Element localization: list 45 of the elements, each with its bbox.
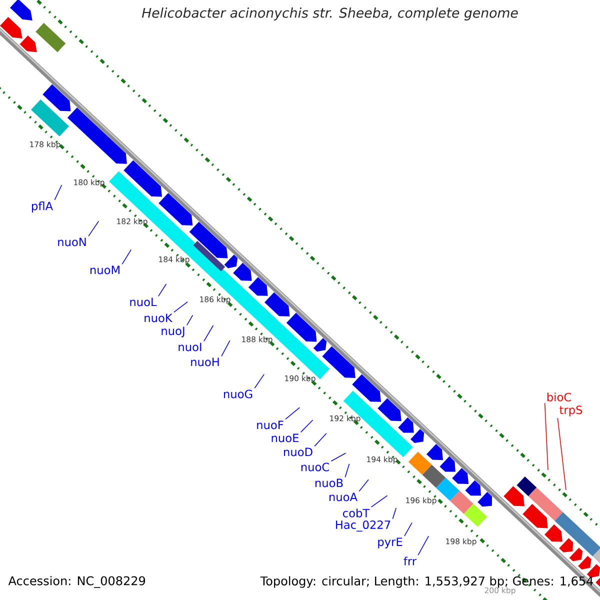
gene-label: nuoC xyxy=(301,462,329,472)
gene-label: cobT xyxy=(343,508,370,518)
gene-label: pyrE xyxy=(378,538,402,548)
gene-label: nuoD xyxy=(284,448,312,456)
leader-line xyxy=(392,508,396,520)
leader-line xyxy=(54,184,62,200)
gene-label: trpS xyxy=(560,406,582,416)
gene-label: nuoJ xyxy=(162,326,184,338)
gene-label: frr xyxy=(404,556,417,566)
leader-line xyxy=(314,433,327,447)
gene-label: nuoG xyxy=(224,390,252,398)
leader-line xyxy=(404,522,412,536)
leader-line xyxy=(557,418,566,490)
gene-label: nuoA xyxy=(330,492,358,502)
leader-line xyxy=(158,284,167,297)
gene-label: nuoN xyxy=(58,238,86,246)
leader-line xyxy=(186,314,194,326)
leader-line xyxy=(358,479,369,492)
leader-line xyxy=(344,464,350,478)
gene-label: nuoL xyxy=(130,298,157,306)
leader-line xyxy=(122,249,132,265)
leader-line xyxy=(204,325,214,342)
title: Helicobacter acinonychis str. Sheeba, complete genome xyxy=(142,8,518,20)
leader-line xyxy=(88,220,100,237)
leader-line xyxy=(221,340,230,357)
gene-label: nuoK xyxy=(144,314,173,322)
gene-label: nuoI xyxy=(178,342,202,352)
gene-label: pflA xyxy=(32,202,53,212)
leader-line xyxy=(544,402,548,470)
leader-line xyxy=(370,495,388,508)
accession-text: Accession: NC_008229 xyxy=(8,576,146,588)
gene-label: nuoE xyxy=(272,434,299,442)
leader-line xyxy=(174,301,188,313)
leader-line xyxy=(300,420,314,433)
leader-line xyxy=(254,374,264,389)
gene-label: nuoB xyxy=(316,478,343,488)
leader-line xyxy=(418,536,429,556)
gene-label: Hac_0227 xyxy=(336,520,390,532)
gene-label: nuoH xyxy=(191,358,219,366)
gene-label: bioC xyxy=(547,392,571,402)
leader-line xyxy=(285,407,300,420)
gene-label: nuoM xyxy=(90,266,120,274)
gene-label: nuoF xyxy=(257,420,284,430)
genome-summary-text: Topology: circular; Length: 1,553,927 bp; Genes: 1,654 xyxy=(260,576,594,588)
leader-line xyxy=(330,452,346,462)
